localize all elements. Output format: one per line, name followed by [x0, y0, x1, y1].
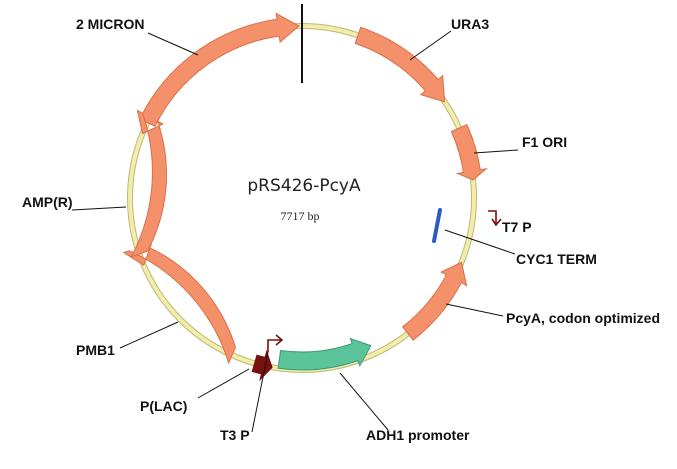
feature-ampr — [130, 109, 168, 258]
leader-2-micron — [147, 32, 199, 56]
label-plac: P(LAC) — [140, 398, 187, 414]
label-ampr: AMP(R) — [22, 194, 73, 210]
feature-ura3 — [354, 26, 446, 103]
leader-ura3 — [409, 30, 452, 61]
plasmid-size: 7717 bp — [281, 209, 320, 223]
leader-t3 — [251, 351, 269, 433]
leader-f1-ori — [473, 149, 519, 154]
t7-promoter-arrow-icon — [488, 210, 502, 227]
label-2-micron: 2 MICRON — [76, 16, 144, 32]
label-t7p: T7 P — [502, 219, 532, 235]
label-adh1: ADH1 promoter — [366, 427, 470, 443]
label-f1-ori: F1 ORI — [522, 134, 567, 150]
leader-adh1 — [339, 372, 389, 431]
leader-pmb1 — [119, 321, 179, 349]
label-t3p: T3 P — [220, 427, 250, 443]
feature-f1-ori — [450, 123, 488, 181]
leader-cyc1 — [444, 229, 516, 255]
feature-adh1-promoter — [277, 337, 372, 371]
leader-plac — [197, 368, 250, 399]
label-pcya: PcyA, codon optimized — [506, 310, 660, 326]
feature-pcya — [401, 261, 468, 341]
feature-2-micron — [139, 12, 300, 127]
label-ura3: URA3 — [451, 16, 489, 32]
label-cyc1: CYC1 TERM — [516, 251, 597, 267]
label-pmb1: PMB1 — [76, 342, 115, 358]
cyc1-terminator-mark — [432, 208, 442, 243]
leader-ampr — [71, 206, 127, 211]
feature-plac — [251, 349, 273, 382]
leader-pcya — [445, 303, 504, 317]
plasmid-name: pRS426-PcyA — [247, 176, 361, 196]
t3-promoter-arrow-icon — [267, 334, 284, 352]
